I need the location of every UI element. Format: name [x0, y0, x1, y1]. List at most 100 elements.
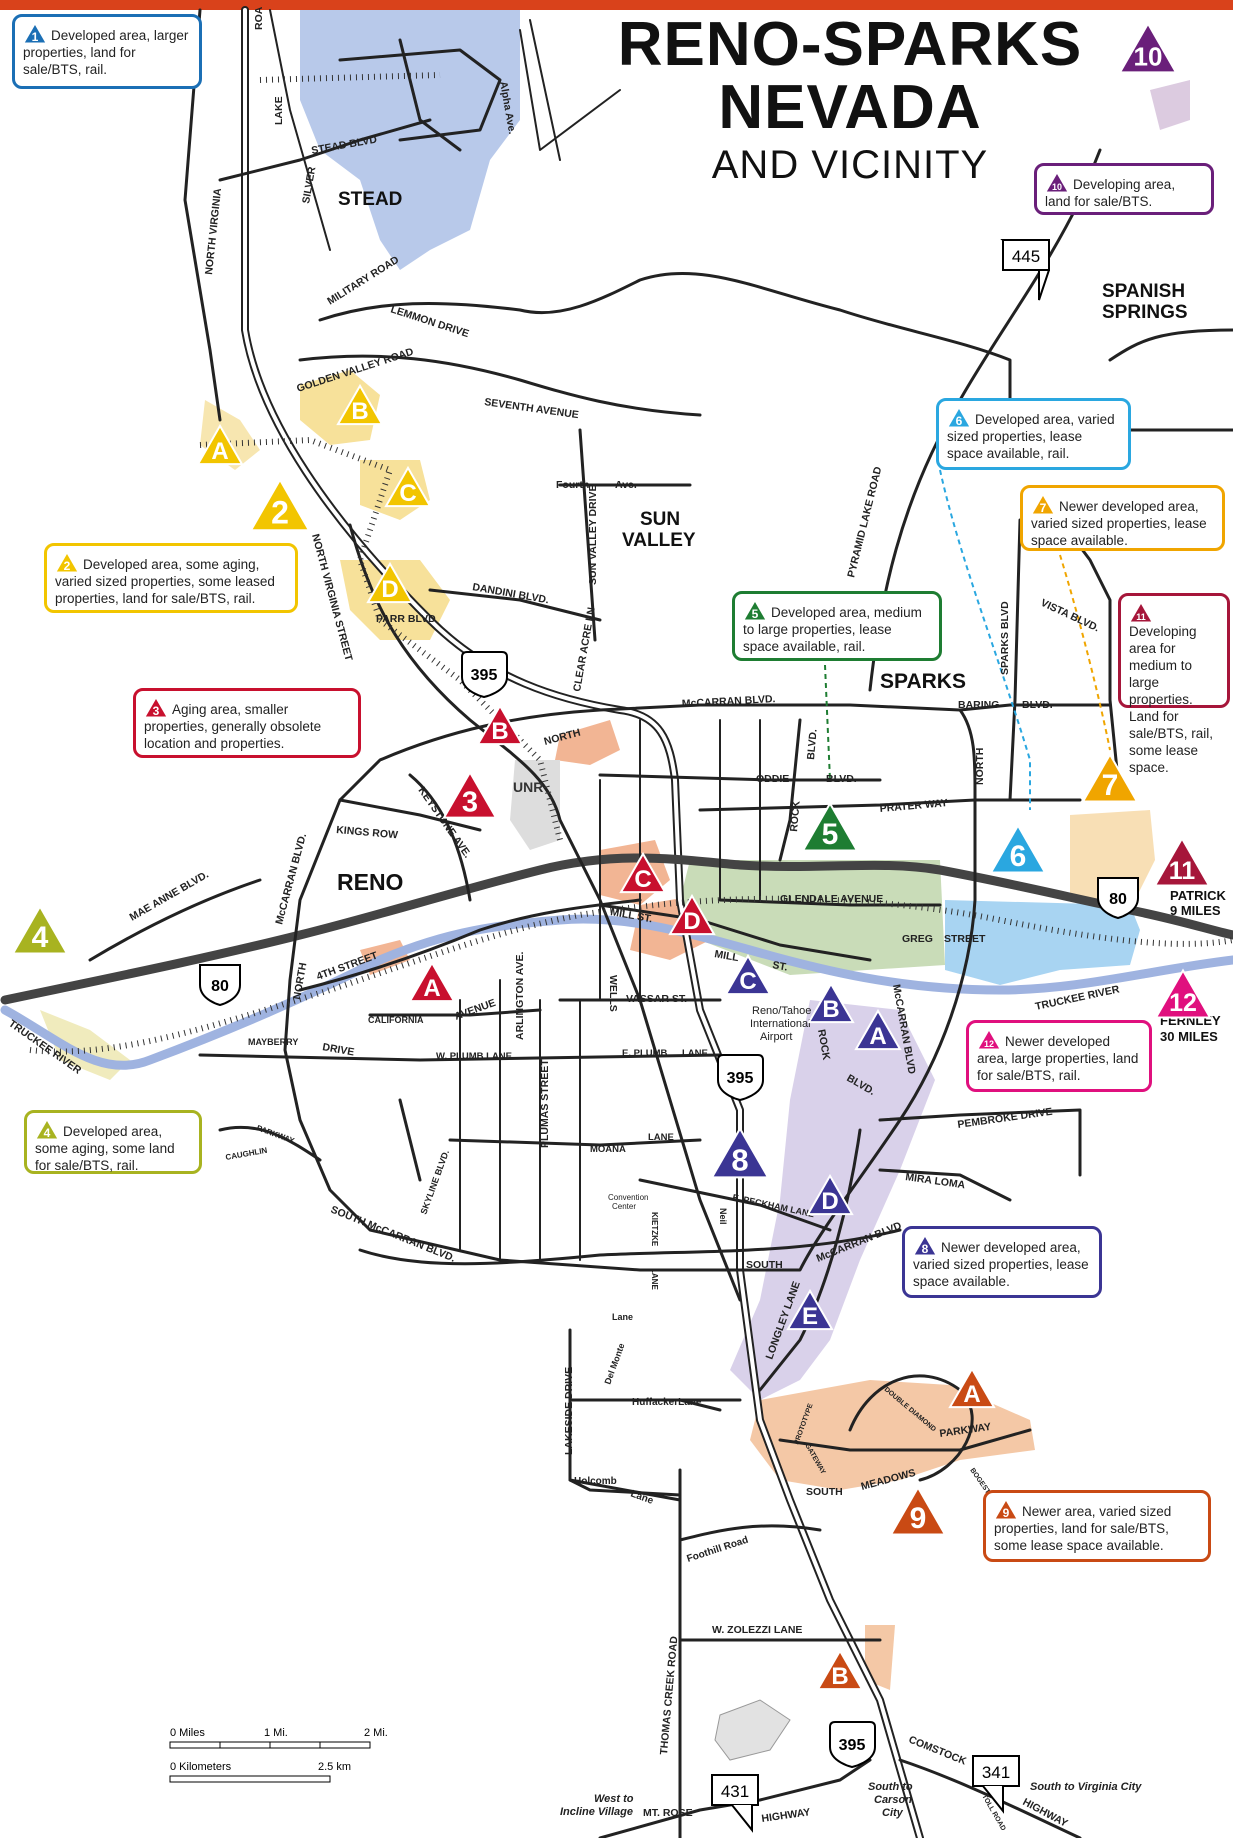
svg-text:2: 2: [64, 559, 71, 573]
road-highway: HIGHWAY: [761, 1806, 811, 1825]
place-sun-valley-2: VALLEY: [622, 530, 696, 551]
marker-triangle: [948, 1366, 996, 1409]
marker-zone10-10: 10: [1118, 21, 1178, 74]
road-pyramid-lake: PYRAMID LAKE ROAD: [845, 465, 884, 579]
svg-text:6: 6: [956, 414, 963, 428]
place-south-carson-1: South to: [868, 1781, 913, 1793]
legend-triangle-icon: 12: [977, 1029, 1001, 1050]
marker-label: 3: [462, 786, 478, 818]
pond: [714, 1699, 791, 1761]
road-moana: MOANA: [590, 1144, 626, 1155]
place-sun-valley-1: SUN: [640, 509, 680, 530]
us395-shield-south: 395: [829, 1721, 876, 1769]
road-mae-anne: MAE ANNE BLVD.: [128, 869, 211, 924]
legend-text: Developed area, varied sized properties,…: [947, 412, 1115, 461]
marker-triangle: [366, 561, 414, 604]
road-lakeside: LAKESIDE DRIVE: [563, 1367, 575, 1455]
nv431-shield: 431: [711, 1774, 759, 1833]
road-moana-lane: LANE: [648, 1132, 674, 1143]
road-fourth: Fourth: [556, 479, 589, 491]
legend-triangle-icon: 10: [1045, 172, 1069, 193]
nv341-shield-label: 341: [982, 1763, 1010, 1782]
road-drive: DRIVE: [321, 1041, 355, 1058]
svg-text:1: 1: [32, 30, 39, 44]
marker-triangle: [476, 703, 524, 746]
road-south-mccarran: SOUTH McCARRAN BLVD.: [329, 1204, 457, 1265]
place-west-incline-2: Incline Village: [560, 1806, 633, 1818]
marker-zone6-6: 6: [989, 823, 1047, 874]
marker-zone12-12: 12: [1154, 968, 1212, 1019]
road-w-plumb: W. PLUMB LANE: [436, 1051, 512, 1062]
top-accent-bar: [0, 0, 1233, 10]
svg-text:4: 4: [44, 1126, 51, 1140]
legend-triangle-icon: 1: [23, 23, 47, 44]
road-del-monte: Del Monte: [602, 1342, 626, 1386]
road-comstock: COMSTOCK: [907, 1734, 968, 1768]
map-title: RENO-SPARKS NEVADA AND VICINITY: [560, 14, 1140, 190]
marker-label: 9: [910, 1502, 927, 1535]
road-kietzke: KIETZKE: [650, 1212, 659, 1247]
rail-lines: [29, 72, 1233, 1055]
road-vista-blvd: VISTA BLVD.: [1039, 597, 1102, 635]
svg-text:9: 9: [1003, 1506, 1010, 1520]
marker-label: A: [423, 975, 440, 1002]
marker-zone9-9: 9: [889, 1485, 947, 1536]
road-greg: GREG: [902, 933, 933, 945]
legend-text: Developed area, some aging, some land fo…: [35, 1124, 175, 1173]
scale-miles-0: 0 Miles: [170, 1727, 205, 1739]
place-sparks: SPARKS: [880, 670, 966, 693]
scale-miles-1: 1 Mi.: [264, 1727, 288, 1739]
i80-shield-east-label: 80: [1109, 891, 1127, 908]
road-sparks-blvd: SPARKS BLVD: [999, 601, 1011, 675]
marker-label: 6: [1010, 840, 1027, 873]
marker-triangle: [806, 1173, 854, 1216]
place-convention-1: Convention: [608, 1193, 648, 1202]
road-oddie: ODDIE: [756, 773, 789, 785]
place-labels-small: Reno/Tahoe International Airport Convent…: [560, 1005, 1142, 1819]
road-parkway: PARKWAY: [255, 1123, 296, 1145]
marker-triangle: [384, 465, 432, 508]
us395-shield-south-label: 395: [839, 1737, 866, 1754]
road-holcomb: Holcomb: [574, 1476, 617, 1487]
place-airport-1: Reno/Tahoe: [752, 1005, 811, 1017]
road-w-zolezzi: W. ZOLEZZI LANE: [712, 1624, 802, 1636]
zone6-area: [945, 900, 1140, 985]
road-south3: SOUTH: [806, 1486, 843, 1498]
marker-zone3-3: 3: [442, 770, 498, 819]
road-baring-blvd: BLVD.: [1022, 699, 1053, 711]
legend-text: Newer developed area, varied sized prope…: [913, 1240, 1089, 1289]
leader-lines: [824, 469, 1111, 810]
title-line-2: NEVADA: [718, 73, 982, 142]
marker-zone2-B: B: [336, 383, 384, 426]
i80-shield-west-label: 80: [211, 978, 229, 995]
marker-triangle: [724, 953, 772, 996]
highway-shields: 80 80 395 395 395 445: [199, 239, 1139, 1833]
marker-triangle: [408, 960, 456, 1003]
road-north-east: NORTH: [974, 748, 986, 785]
marker-triangle: [196, 423, 244, 466]
road-skyline: SKYLINE BLVD.: [418, 1149, 451, 1216]
marker-triangle: [1118, 21, 1178, 74]
marker-triangle: [619, 851, 667, 894]
legend-triangle-icon: 4: [35, 1119, 59, 1140]
marker-triangle: [889, 1485, 947, 1536]
road-mt-rose: MT. ROSE: [643, 1807, 693, 1819]
nv431-shield-label: 431: [721, 1782, 749, 1801]
marker-zone3-C: C: [619, 851, 667, 894]
road-north-virginia: NORTH VIRGINIA: [203, 187, 224, 275]
marker-zone2-D: D: [366, 561, 414, 604]
nv341-shield: 341: [972, 1755, 1020, 1814]
title-line-1: RENO-SPARKS: [617, 10, 1083, 79]
title-line-3: AND VICINITY: [711, 143, 989, 187]
marker-label: 8: [731, 1143, 748, 1178]
place-patrick-2: 9 MILES: [1170, 903, 1221, 918]
road-neil: Neil: [718, 1208, 728, 1225]
marker-zone5-5: 5: [801, 801, 859, 852]
